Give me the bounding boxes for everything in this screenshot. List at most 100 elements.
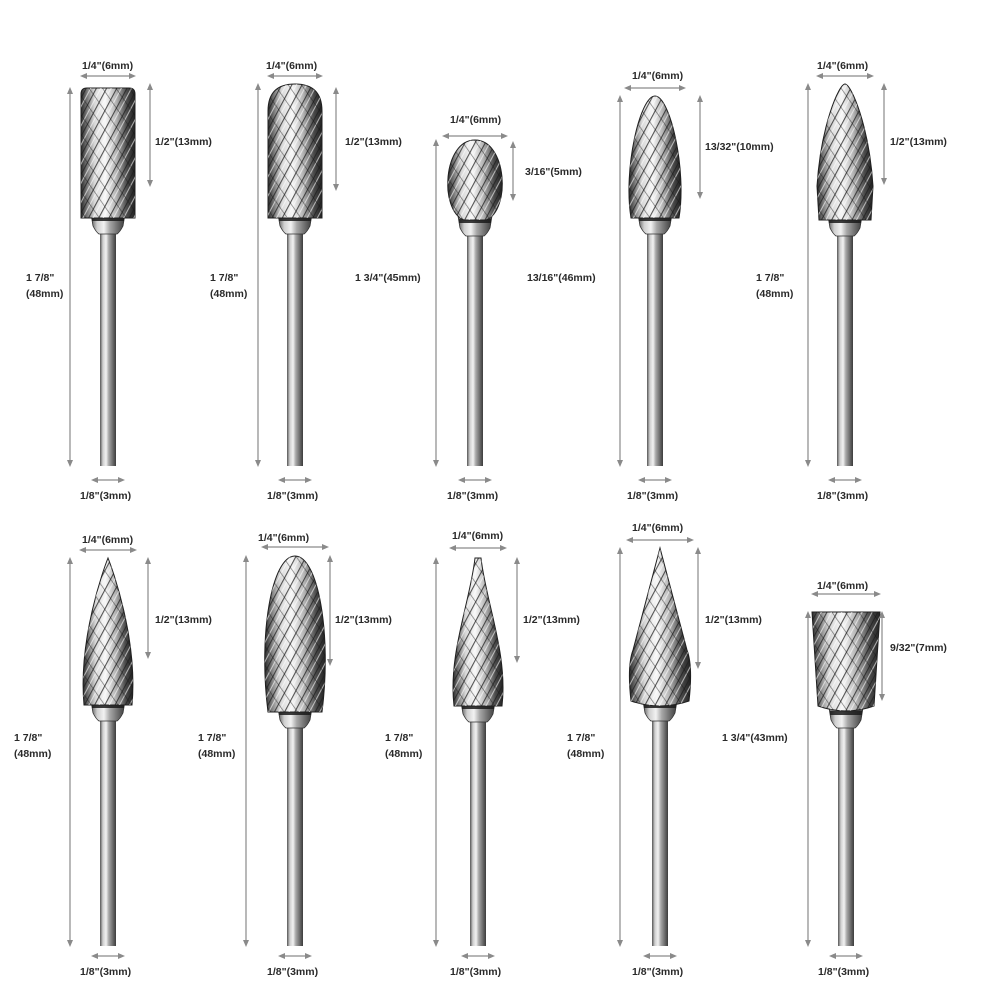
total-length-label-text: 1 7/8"	[14, 732, 43, 744]
head-length-label-text: 1/2"(13mm)	[890, 136, 947, 148]
dimension-lines	[243, 544, 333, 959]
burr-bit-oval	[243, 544, 333, 959]
shank-diameter-label-text: 1/8"(3mm)	[267, 966, 319, 978]
head-length-label-text: 1/2"(13mm)	[155, 136, 212, 148]
shank	[652, 715, 668, 946]
burr-bit-inverted-cone	[805, 591, 885, 959]
head-length-label: 1/2"(13mm)	[155, 612, 212, 628]
head-width-label: 1/4"(6mm)	[817, 578, 868, 594]
total-length-label-text: 1 7/8"	[198, 732, 227, 744]
head-length-label-text: 9/32"(7mm)	[890, 642, 947, 654]
total-length-label: 1 7/8"(48mm)	[567, 730, 604, 763]
shank-diameter-label: 1/8"(3mm)	[627, 488, 678, 504]
head-length-label: 1/2"(13mm)	[155, 134, 212, 150]
head-width-label: 1/4"(6mm)	[632, 520, 683, 536]
total-length-label-text: (48mm)	[198, 748, 236, 761]
head-width-label-text: 1/4"(6mm)	[82, 60, 134, 72]
head-width-label-text: 1/4"(6mm)	[266, 60, 318, 72]
dimension-lines	[67, 547, 151, 959]
head-length-label: 1/2"(13mm)	[335, 612, 392, 628]
head-width-label: 1/4"(6mm)	[82, 532, 133, 548]
head-length-label: 1/2"(13mm)	[890, 134, 947, 150]
shank-diameter-label: 1/8"(3mm)	[267, 488, 318, 504]
shank-diameter-label-text: 1/8"(3mm)	[80, 966, 132, 978]
total-length-label-text: (48mm)	[567, 748, 605, 761]
head-length-label-text: 1/2"(13mm)	[335, 614, 392, 626]
head-length-label: 1/2"(13mm)	[705, 612, 762, 628]
total-length-label-text: 1 3/4"(43mm)	[722, 732, 788, 744]
total-length-label-text: (48mm)	[26, 288, 64, 301]
head-width-label-text: 1/4"(6mm)	[632, 70, 684, 82]
shank-diameter-label-text: 1/8"(3mm)	[447, 490, 499, 502]
shank-diameter-label-text: 1/8"(3mm)	[80, 490, 132, 502]
shank-diameter-label-text: 1/8"(3mm)	[818, 966, 870, 978]
burr-bit-egg	[617, 85, 703, 483]
total-length-label-text: 1 7/8"	[210, 272, 239, 284]
shank-diameter-label-text: 1/8"(3mm)	[817, 490, 869, 502]
head-length-label: 9/32"(7mm)	[890, 640, 947, 656]
total-length-label-text: 1 7/8"	[26, 272, 55, 284]
shank	[647, 228, 663, 466]
head-width-label: 1/4"(6mm)	[632, 68, 683, 84]
shank	[467, 230, 483, 466]
burr-bit-tree-round	[805, 73, 887, 483]
head-width-label: 1/4"(6mm)	[266, 58, 317, 74]
head-length-label-text: 1/2"(13mm)	[155, 614, 212, 626]
head-width-label-text: 1/4"(6mm)	[452, 530, 504, 542]
head-length-label-text: 3/16"(5mm)	[525, 166, 582, 178]
head-length-label-text: 13/32"(10mm)	[705, 141, 774, 153]
burr-bit-cylinder	[67, 73, 153, 483]
total-length-label: 1 7/8" (48mm)	[198, 730, 235, 763]
shank-diameter-label-text: 1/8"(3mm)	[450, 966, 502, 978]
head-width-label-text: 1/4"(6mm)	[258, 532, 310, 544]
total-length-label-text: 1 3/4"(45mm)	[355, 272, 421, 284]
burr-bit-tree-pointed	[433, 545, 520, 959]
total-length-label-text: (48mm)	[210, 288, 248, 301]
dimension-lines	[255, 73, 339, 483]
head-width-label: 1/4"(6mm)	[258, 530, 309, 546]
dimension-lines	[433, 133, 516, 483]
head-length-label-text: 1/2"(13mm)	[523, 614, 580, 626]
head-width-label: 1/4"(6mm)	[817, 58, 868, 74]
shank	[100, 228, 116, 466]
total-length-label: 1 3/4"(43mm)	[722, 730, 788, 746]
head-width-label-text: 1/4"(6mm)	[632, 522, 684, 534]
dimension-lines	[433, 545, 520, 959]
shank-diameter-label: 1/8"(3mm)	[267, 964, 318, 980]
shank-diameter-label-text: 1/8"(3mm)	[267, 490, 319, 502]
burr-bit-oval-cylinder	[255, 73, 339, 483]
shank-diameter-label: 1/8"(3mm)	[450, 964, 501, 980]
total-length-label-text: (48mm)	[385, 748, 423, 761]
dimension-lines	[617, 85, 703, 483]
total-length-label: 1 7/8"(48mm)	[14, 730, 51, 763]
total-length-label: 1 7/8"(48mm)	[756, 270, 793, 303]
shank	[287, 722, 303, 946]
burr-bit-ball	[433, 133, 516, 483]
shank-diameter-label: 1/8"(3mm)	[80, 964, 131, 980]
shank-diameter-label: 1/8"(3mm)	[632, 964, 683, 980]
total-length-label: 1 3/4"(45mm)	[355, 270, 421, 286]
shank	[470, 716, 486, 946]
head-length-label: 3/16"(5mm)	[525, 164, 582, 180]
shank-diameter-label: 1/8"(3mm)	[80, 488, 131, 504]
head-length-label: 13/32"(10mm)	[705, 139, 774, 155]
total-length-label: 1 7/8"(48mm)	[385, 730, 422, 763]
total-length-label-text: (48mm)	[756, 288, 794, 301]
head-width-label-text: 1/4"(6mm)	[817, 60, 869, 72]
head-width-label: 1/4"(6mm)	[450, 112, 501, 128]
dimension-lines	[805, 73, 887, 483]
dimension-lines	[805, 591, 885, 959]
total-length-label: 1 7/8" (48mm)	[26, 270, 63, 303]
shank-diameter-label: 1/8"(3mm)	[817, 488, 868, 504]
head-width-label-text: 1/4"(6mm)	[817, 580, 869, 592]
head-width-label-text: 1/4"(6mm)	[82, 534, 134, 546]
shank	[287, 228, 303, 466]
dimension-lines	[67, 73, 153, 483]
shank	[100, 715, 116, 946]
head-width-label-text: 1/4"(6mm)	[450, 114, 502, 126]
head-length-label-text: 1/2"(13mm)	[705, 614, 762, 626]
total-length-label: 1 7/8" (48mm)	[210, 270, 247, 303]
total-length-label: 13/16"(46mm)	[527, 270, 596, 286]
